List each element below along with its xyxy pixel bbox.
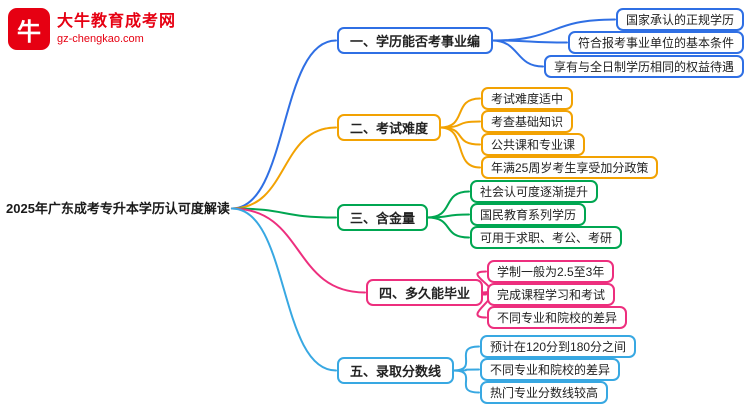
branch-node-3: 三、含金量 [337, 204, 429, 231]
site-logo: 牛 大牛教育成考网 gz-chengkao.com [8, 8, 176, 50]
leaf-node-4-1: 学制一般为2.5至3年 [487, 260, 615, 283]
root-topic: 2025年广东成考专升本学历认可度解读 [6, 201, 230, 216]
connector [491, 39, 568, 44]
logo-subtitle: gz-chengkao.com [57, 33, 144, 45]
branch-node-1: 一、学历能否考事业编 [337, 27, 494, 54]
branch-node-2: 二、考试难度 [337, 114, 442, 141]
leaf-node-5-3: 热门专业分数线较高 [480, 381, 609, 404]
connector [452, 368, 480, 372]
connector [452, 369, 480, 394]
logo-title: 大牛教育成考网 [57, 13, 177, 30]
connector [452, 345, 480, 372]
leaf-node-4-3: 不同专业和院校的差异 [487, 306, 628, 329]
leaf-node-2-1: 考试难度适中 [481, 87, 574, 110]
leaf-node-3-2: 国民教育系列学历 [470, 203, 587, 226]
branch-node-4: 四、多久能毕业 [366, 279, 484, 306]
connector [439, 126, 481, 146]
leaf-node-3-3: 可用于求职、考公、考研 [470, 226, 623, 249]
connector [491, 39, 544, 68]
connector [230, 207, 337, 219]
bull-icon: 牛 [8, 8, 50, 50]
connector [426, 216, 470, 239]
connector [426, 213, 470, 219]
connector [230, 126, 337, 210]
leaf-node-5-2: 不同专业和院校的差异 [480, 358, 621, 381]
leaf-node-2-4: 年满25周岁考生享受加分政策 [481, 156, 659, 179]
connector [439, 97, 481, 129]
leaf-node-2-2: 考查基础知识 [481, 110, 574, 133]
leaf-node-1-2: 符合报考事业单位的基本条件 [567, 31, 744, 54]
connector [230, 207, 337, 372]
leaf-node-5-1: 预计在120分到180分之间 [480, 335, 637, 358]
leaf-node-1-1: 国家承认的正规学历 [615, 8, 744, 31]
leaf-node-4-2: 完成课程学习和考试 [487, 283, 616, 306]
connector [230, 39, 337, 210]
connector [439, 120, 481, 129]
branch-node-5: 五、录取分数线 [337, 357, 455, 384]
connector [426, 190, 470, 219]
leaf-node-1-3: 享有与全日制学历相同的权益待遇 [543, 55, 744, 78]
leaf-node-2-3: 公共课和专业课 [481, 133, 586, 156]
logo-text: 大牛教育成考网 gz-chengkao.com [57, 12, 176, 46]
connector [439, 126, 481, 169]
leaf-node-3-1: 社会认可度逐渐提升 [470, 180, 599, 203]
